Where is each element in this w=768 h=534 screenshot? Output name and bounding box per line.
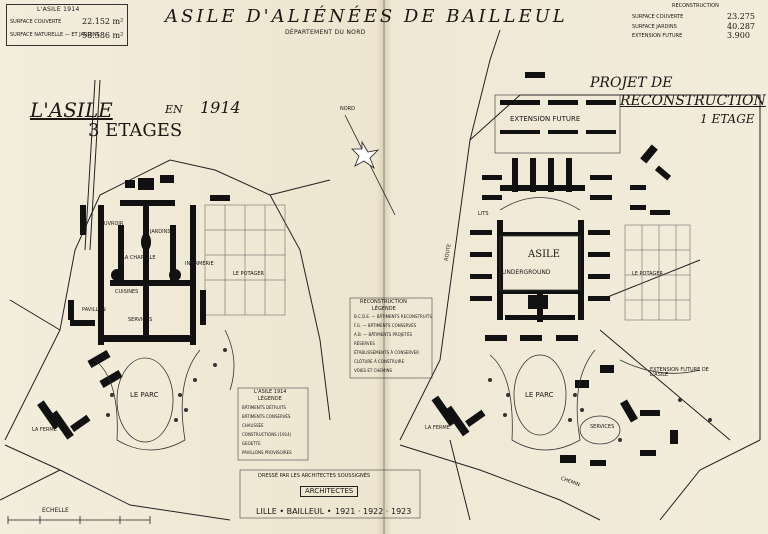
left-label-ferme: LA FERME bbox=[32, 427, 57, 433]
left-plan-boundary bbox=[0, 79, 331, 521]
left-plan-title: L'ASILE bbox=[30, 98, 113, 122]
map-subtitle: DÉPARTEMENT DU NORD bbox=[285, 29, 366, 36]
legend-reconstruction-item: RÉSERVES bbox=[354, 341, 375, 346]
signature-dates: 1921 · 1922 · 1923 bbox=[335, 507, 412, 516]
left-ferme bbox=[37, 400, 91, 440]
legend-reconstruction-item: VOIES ET CHEMINS bbox=[354, 368, 393, 373]
stats-right-label-1: SURFACE COUVERTE bbox=[632, 14, 684, 20]
legend-reconstruction-item: ÉTABLISSEMENTS À CONSERVER bbox=[354, 350, 419, 355]
right-asile-frame bbox=[499, 197, 581, 291]
right-ferme bbox=[431, 395, 486, 437]
legend-reconstruction-item: B.C.D.E. — BÂTIMENTS RECONSTRUITS bbox=[354, 314, 432, 319]
right-extension-frame bbox=[494, 94, 621, 154]
map-title: ASILE D'ALIÉNÉES DE BAILLEUL bbox=[165, 6, 568, 27]
signature-architects: ARCHITECTES bbox=[300, 486, 359, 497]
right-potager-grid bbox=[624, 224, 691, 321]
right-label-asile: ASILE bbox=[528, 249, 560, 260]
left-trees bbox=[106, 348, 227, 422]
scale-bar bbox=[7, 516, 151, 524]
left-label-potager: LE POTAGER bbox=[233, 271, 264, 277]
legend-reconstruction-subtitle: LÉGENDE bbox=[372, 306, 396, 312]
right-plan-floors: 1 ETAGE bbox=[700, 112, 755, 126]
legend-frames bbox=[237, 297, 433, 519]
left-label-cuisines: CUISINES bbox=[115, 289, 139, 295]
left-plan-floors: 3 ETAGES bbox=[88, 120, 183, 141]
legend-1914-item: CHAUSSÉE bbox=[242, 423, 264, 428]
left-potager-grid bbox=[204, 204, 286, 316]
north-arrow bbox=[344, 114, 396, 216]
stats-left-heading: L'ASILE 1914 bbox=[37, 6, 80, 13]
legend-1914-item: GEOETTE bbox=[242, 441, 261, 446]
stats-left-value-2: 58.586 m² bbox=[82, 31, 124, 40]
stats-right-value-2: 40.287 bbox=[727, 22, 755, 31]
legend-reconstruction-item: F.G. — BÂTIMENTS CONSERVÉS bbox=[354, 323, 417, 328]
right-label-underground: UNDERGROUND bbox=[502, 269, 551, 276]
left-label-infirmerie: INFIRMERIE bbox=[185, 261, 214, 267]
right-extension bbox=[500, 72, 616, 134]
left-label-parc: LE PARC bbox=[130, 391, 159, 399]
right-trees bbox=[488, 378, 712, 442]
right-annex-buildings bbox=[560, 144, 678, 466]
right-label-lits: LITS bbox=[478, 211, 489, 217]
stats-right-label-2: SURFACE JARDINS bbox=[632, 24, 677, 30]
left-label-ouvroir: OUVROIR bbox=[100, 221, 124, 227]
legend-1914-item: BÂTIMENTS CONSERVÉS bbox=[242, 414, 291, 419]
right-plan-title-2: RECONSTRUCTION bbox=[620, 93, 766, 109]
legend-1914-item: BÂTIMENTS DÉTRUITS bbox=[242, 405, 286, 410]
stats-right-value-1: 23.275 bbox=[727, 12, 755, 21]
legend-reconstruction-item: CLÔTURE À CONSTRUIRE bbox=[354, 359, 405, 364]
scale-label: ECHELLE bbox=[42, 507, 69, 514]
left-label-chapelle: LA CHAPELLE bbox=[122, 255, 156, 261]
legend-1914-title: L'ASILE 1914 bbox=[254, 389, 287, 395]
left-plan-year: 1914 bbox=[200, 98, 241, 117]
stats-left-value-1: 22.152 m² bbox=[82, 17, 124, 26]
legend-1914-subtitle: LÉGENDE bbox=[258, 396, 282, 402]
right-label-ferme: LA FERME bbox=[425, 425, 450, 431]
signature-line-1: DRESSÉ PAR LES ARCHITECTES SOUSSIGNÉS bbox=[258, 473, 371, 479]
right-label-potager: LE POTAGER bbox=[632, 271, 663, 277]
north-label: NORD bbox=[340, 106, 355, 112]
stats-right-label-3: EXTENSION FUTURE bbox=[632, 33, 683, 39]
left-label-services: SERVICES bbox=[128, 317, 153, 323]
left-label-pavillon: PAVILLON bbox=[82, 307, 106, 313]
left-label-jardins: JARDINS bbox=[150, 229, 171, 235]
right-label-extension: EXTENSION FUTURE bbox=[510, 115, 581, 123]
stats-left-label-1: SURFACE COUVERTE bbox=[10, 19, 62, 25]
right-park bbox=[489, 349, 701, 451]
legend-reconstruction-title: RECONSTRUCTION bbox=[360, 299, 407, 305]
signature-place: LILLE • BAILLEUL • bbox=[256, 507, 332, 516]
right-plan-title-1: PROJET DE bbox=[590, 75, 673, 91]
right-label-extension-2: EXTENSION FUTURE DE L'ASILE bbox=[650, 367, 709, 378]
stats-left-label-2: SURFACE NATURELLE — ET JARDINS bbox=[10, 32, 100, 38]
left-main-building bbox=[68, 175, 230, 388]
stats-right-heading: RECONSTRUCTION bbox=[672, 3, 719, 9]
legend-1914-item: CONSTRUCTIONS (1914) bbox=[242, 432, 292, 437]
legend-reconstruction-item: A.B. — BÂTIMENTS PROJETÉS bbox=[354, 332, 413, 337]
left-plan-year-prefix: EN bbox=[165, 103, 183, 116]
stats-right-box: RECONSTRUCTION SURFACE COUVERTE 23.275 S… bbox=[632, 4, 760, 40]
legend-1914-item: PAVILLONS PROVISOIRES bbox=[242, 450, 292, 455]
right-label-parc: LE PARC bbox=[525, 391, 554, 399]
stats-left-box: L'ASILE 1914 SURFACE COUVERTE 22.152 m² … bbox=[6, 4, 128, 46]
right-label-services: SERVICES bbox=[590, 424, 615, 430]
left-park bbox=[94, 329, 235, 451]
stats-right-value-3: 3.900 bbox=[727, 31, 750, 40]
